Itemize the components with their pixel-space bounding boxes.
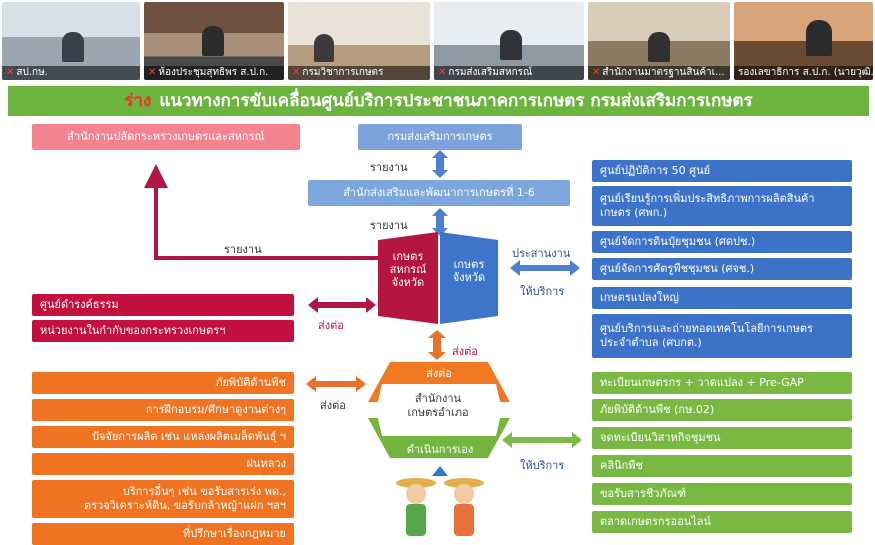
box-tambon-service: ศูนย์บริการและถ่ายทอดเทคโนโลยีการเกษตร ป… [592, 314, 852, 358]
person-silhouette [62, 32, 84, 62]
box-doae: กรมส่งเสริมการเกษตร [358, 124, 522, 150]
participant-name: สป.กษ. [16, 67, 48, 78]
box-label: ศูนย์จัดการศัตรูพืชชุมชน (ศจช.) [600, 262, 755, 275]
draft-label: ร่าง [124, 91, 152, 111]
box-disaster-left: ภัยพิบัติด้านพืช [32, 372, 294, 394]
box-label: กรมส่งเสริมการเกษตร [387, 130, 493, 143]
video-tile[interactable]: ✕สำนักงานมาตรฐานสินค้าเ... [588, 2, 730, 80]
box-label: ปัจจัยการผลิต เช่น แหล่งผลิตเมล็ดพันธุ์ … [92, 430, 286, 443]
box-label: ทะเบียนเกษตรกร + วาดแปลง + Pre-GAP [600, 376, 804, 389]
box-soil-center: ศูนย์จัดการดินปุ๋ยชุมชน (ศดปช.) [592, 231, 852, 253]
district-top-label: ส่งต่อ [426, 367, 452, 380]
box-online-market: ตลาดเกษตรกรออนไลน์ [592, 511, 852, 533]
box-inputs: ปัจจัยการผลิต เช่น แหล่งผลิตเมล็ดพันธุ์ … [32, 426, 294, 448]
label-report-mid: รายงาน [370, 219, 408, 232]
participant-name: ห้องประชุมสุทธิพร ส.ป.ก. [158, 67, 269, 78]
box-other-services: บริการอื่นๆ เช่น ขอรับสารเร่ง พด., ตรวจว… [32, 480, 294, 518]
box-label: เกษตรแปลงใหญ่ [600, 291, 679, 304]
box-farmer-registry: ทะเบียนเกษตรกร + วาดแปลง + Pre-GAP [592, 372, 852, 394]
box-label: ที่ปรึกษาเรื่องกฎหมาย [182, 527, 286, 540]
box-ops-center: ศูนย์ปฏิบัติการ 50 ศูนย์ [592, 160, 852, 182]
participant-name: กรมส่งเสริมสหกรณ์ [448, 67, 533, 78]
box-label: ศูนย์เรียนรู้การเพิ่มประสิทธิภาพการผลิตส… [600, 192, 815, 219]
mic-muted-icon: ✕ [592, 67, 601, 78]
box-plant-clinic: คลินิกพืช [592, 455, 852, 477]
box-community-enterprise: จดทะเบียนวิสาหกิจชุมชน [592, 427, 852, 449]
mic-muted-icon: ✕ [438, 67, 447, 78]
box-label: จดทะเบียนวิสาหกิจชุมชน [600, 431, 721, 444]
slide-title: แนวทางการขับเคลื่อนศูนย์บริการประชาชนภาค… [159, 91, 753, 111]
label-coordinate: ประสานงาน [512, 247, 571, 260]
box-label: ศูนย์บริการและถ่ายทอดเทคโนโลยีการเกษตร ป… [600, 322, 813, 349]
label-service-lower: ให้บริการ [520, 459, 565, 472]
box-label: ศูนย์จัดการดินปุ๋ยชุมชน (ศดปช.) [600, 235, 756, 248]
box-pest-center: ศูนย์จัดการศัตรูพืชชุมชน (ศจช.) [592, 258, 852, 280]
person-silhouette [648, 32, 670, 62]
video-tile[interactable]: ✕สป.กษ. [2, 2, 140, 80]
label-service-upper: ให้บริการ [520, 285, 565, 298]
video-tile[interactable]: รองเลขาธิการ ส.ป.ก. (นายวุฒิ... [734, 2, 873, 80]
box-ops-office: สำนักงานปลัดกระทรวงเกษตรและสหกรณ์ [32, 124, 300, 150]
box-regional-office: สำนักส่งเสริมและพัฒนาการเกษตรที่ 1-6 [308, 180, 570, 206]
box-biological-products: ขอรับสารชีวภัณฑ์ [592, 483, 852, 505]
box-disaster-right: ภัยพิบัติด้านพืช (กษ.02) [592, 399, 852, 421]
box-label: การฝึกอบรม/ศึกษาดูงานต่างๆ [145, 403, 286, 416]
participant-name: รองเลขาธิการ ส.ป.ก. (นายวุฒิ... [738, 67, 873, 78]
mic-muted-icon: ✕ [292, 67, 301, 78]
province-boxes [378, 232, 498, 324]
box-legal-advice: ที่ปรึกษาเรื่องกฎหมาย [32, 523, 294, 545]
box-label: ภัยพิบัติด้านพืช [215, 376, 286, 389]
person-silhouette [314, 34, 334, 62]
box-label: ภัยพิบัติด้านพืช (กษ.02) [600, 403, 715, 416]
farmer-illustration [392, 466, 488, 539]
label-forward-left: ส่งต่อ [318, 319, 344, 332]
district-bottom-label: ดำเนินการเอง [406, 443, 474, 456]
box-large-plot: เกษตรแปลงใหญ่ [592, 287, 852, 309]
district-office-label: สำนักงาน เกษตรอำเภอ [407, 392, 469, 419]
box-royal-rain: ฝนหลวง [32, 453, 294, 475]
person-silhouette [806, 20, 832, 56]
box-label: คลินิกพืช [600, 459, 643, 472]
label-forward-orange: ส่งต่อ [320, 399, 346, 412]
slide-title-banner: ร่าง แนวทางการขับเคลื่อนศูนย์บริการประชาช… [8, 86, 869, 116]
mic-muted-icon: ✕ [148, 67, 157, 78]
participant-name: สำนักงานมาตรฐานสินค้าเ... [602, 67, 725, 78]
box-label: ขอรับสารชีวภัณฑ์ [600, 487, 687, 500]
person-silhouette [202, 26, 224, 56]
box-learning-center: ศูนย์เรียนรู้การเพิ่มประสิทธิภาพการผลิตส… [592, 186, 852, 226]
box-province-coop: เกษตร สหกรณ์ จังหวัด [389, 250, 427, 289]
mic-muted-icon: ✕ [6, 67, 15, 78]
box-training: การฝึกอบรม/ศึกษาดูงานต่างๆ [32, 399, 294, 421]
box-province-agri: เกษตร จังหวัด [452, 258, 486, 284]
box-label: ศูนย์ปฏิบัติการ 50 ศูนย์ [600, 164, 711, 177]
label-forward-down: ส่งต่อ [452, 345, 478, 358]
box-label: ฝนหลวง [246, 457, 286, 470]
person-silhouette [500, 30, 522, 60]
label-report-left: รายงาน [224, 243, 262, 256]
box-damrongtham: ศูนย์ดำรงค์ธรรม [32, 294, 294, 316]
box-label: สำนักงานปลัดกระทรวงเกษตรและสหกรณ์ [67, 130, 265, 143]
box-label: ตลาดเกษตรกรออนไลน์ [600, 515, 712, 528]
district-hexagon [368, 362, 510, 458]
box-label: ศูนย์ดำรงค์ธรรม [40, 298, 119, 311]
video-tile[interactable]: ✕กรมส่งเสริมสหกรณ์ [434, 2, 584, 80]
video-tile[interactable]: ✕กรมวิชาการเกษตร [288, 2, 430, 80]
up-arrow-icon [432, 466, 448, 476]
label-report-top: รายงาน [370, 161, 408, 174]
box-label: สำนักส่งเสริมและพัฒนาการเกษตรที่ 1-6 [343, 186, 535, 199]
box-label: บริการอื่นๆ เช่น ขอรับสารเร่ง พด., ตรวจว… [83, 485, 286, 512]
box-ministry-agencies: หน่วยงานในกำกับของกระทรวงเกษตรฯ [32, 320, 294, 342]
box-label: หน่วยงานในกำกับของกระทรวงเกษตรฯ [40, 324, 226, 337]
participant-name: กรมวิชาการเกษตร [302, 67, 384, 78]
video-tile[interactable]: ✕ห้องประชุมสุทธิพร ส.ป.ก. [144, 2, 284, 80]
